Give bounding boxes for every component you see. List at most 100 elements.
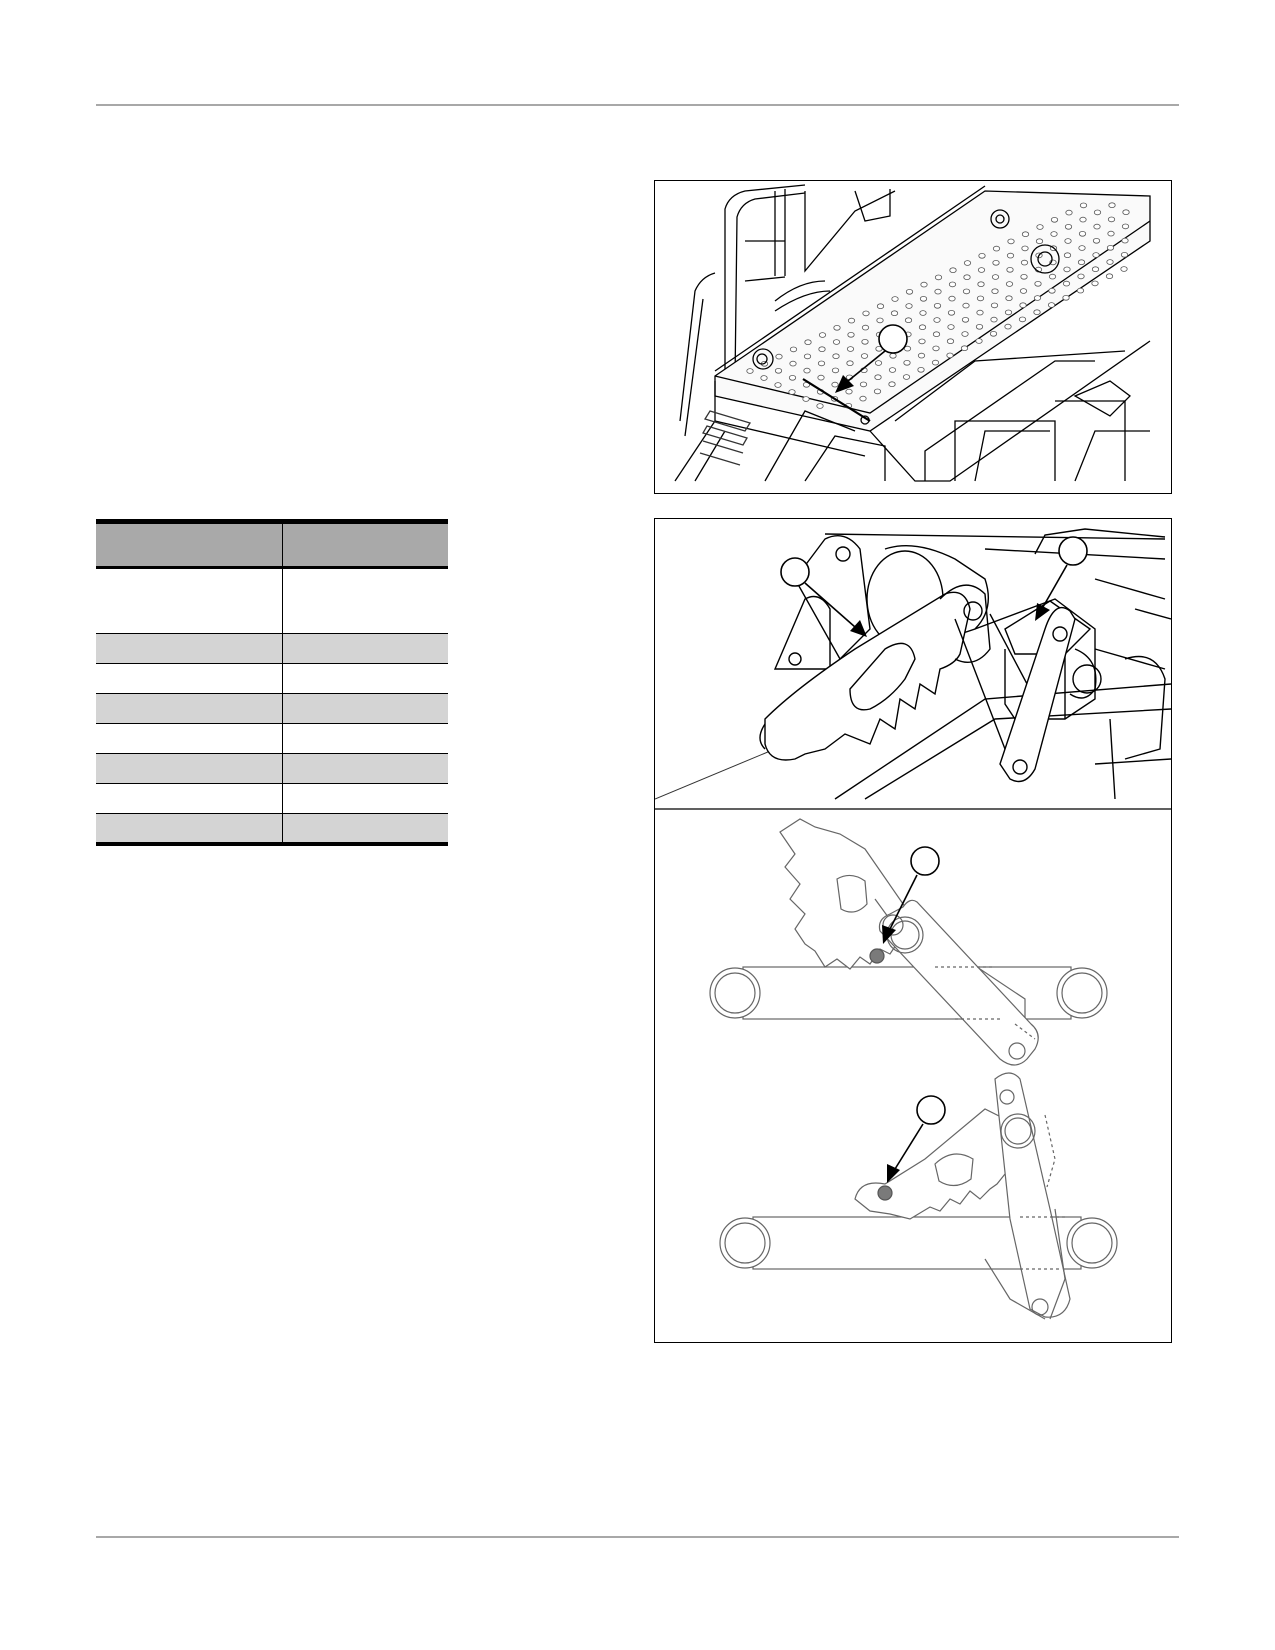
grating-hole xyxy=(932,331,941,338)
grating-hole xyxy=(1077,273,1085,280)
grating-hole xyxy=(1050,231,1058,237)
grating-hole xyxy=(846,346,855,352)
latch-illustration xyxy=(654,518,1172,1343)
grating-hole xyxy=(975,338,983,344)
grating-hole xyxy=(947,310,956,316)
grating-hole xyxy=(774,382,782,388)
table-cell xyxy=(282,813,448,844)
grating-hole xyxy=(1048,288,1056,294)
table-cell xyxy=(96,567,283,634)
grating-hole xyxy=(1091,266,1100,272)
grating-hole xyxy=(1093,209,1102,216)
grating-hole xyxy=(831,367,840,374)
grating-hole xyxy=(933,303,942,309)
grating-hole xyxy=(876,303,885,309)
footer-rule xyxy=(96,1536,1179,1538)
grating-hole xyxy=(1105,273,1114,279)
callout-circle xyxy=(780,557,810,587)
grating-hole xyxy=(890,310,899,317)
grating-hole xyxy=(976,295,985,302)
callout-circle xyxy=(910,846,940,876)
grating-hole xyxy=(874,374,882,381)
grating-hole xyxy=(903,345,912,352)
pin-marker xyxy=(877,1185,893,1201)
grating-hole xyxy=(991,274,1000,280)
grating-hole xyxy=(990,302,999,309)
grating-hole xyxy=(1006,267,1014,273)
table-cell xyxy=(282,783,448,814)
grating-hole xyxy=(1120,266,1128,272)
grating-hole xyxy=(975,324,984,330)
table-cell xyxy=(96,633,283,664)
grating-hole xyxy=(1047,302,1056,308)
table-header-cell xyxy=(96,521,283,569)
latch-hook xyxy=(764,591,971,761)
table-row xyxy=(96,813,448,844)
grating-hole xyxy=(989,331,998,337)
grating-hole xyxy=(934,274,943,281)
grating-hole xyxy=(1020,259,1029,266)
grating-hole xyxy=(920,281,928,288)
callout-arrow xyxy=(887,1164,900,1183)
grating-hole xyxy=(1005,295,1013,301)
table-cell xyxy=(282,663,448,694)
table-row xyxy=(96,783,448,814)
grating-hole xyxy=(803,367,811,374)
grating-hole xyxy=(859,395,867,402)
grating-hole xyxy=(932,345,940,352)
grating-hole xyxy=(992,260,1000,266)
grating-hole xyxy=(1121,237,1129,244)
grating-hole xyxy=(946,338,955,345)
grating-hole xyxy=(760,375,768,381)
grating-hole xyxy=(774,368,783,374)
table-cell xyxy=(282,693,448,724)
grating-hole xyxy=(1021,245,1029,252)
table-row xyxy=(96,663,448,694)
grating-hole xyxy=(1019,302,1027,308)
grating-hole xyxy=(960,345,969,352)
grating-hole xyxy=(948,295,956,302)
grating-hole xyxy=(963,260,972,266)
callout-circle xyxy=(916,1095,946,1125)
grating-hole xyxy=(1091,280,1099,287)
table-cell xyxy=(282,633,448,664)
table-cell xyxy=(96,783,283,814)
table-row xyxy=(96,723,448,754)
table-row xyxy=(96,567,448,634)
grating-hole xyxy=(1020,274,1028,280)
grating-hole xyxy=(1077,259,1086,265)
grating-hole xyxy=(789,360,797,367)
pin-marker xyxy=(869,948,885,964)
grating-hole xyxy=(977,267,986,273)
grating-hole xyxy=(962,302,970,309)
table-cell xyxy=(96,663,283,694)
grating-hole xyxy=(746,368,754,374)
table-row xyxy=(96,633,448,664)
grating-hole xyxy=(818,346,826,353)
table-header-cell xyxy=(282,521,448,569)
grating-hole xyxy=(1120,252,1129,258)
grating-hole xyxy=(934,288,942,295)
table-cell xyxy=(282,723,448,754)
grating-hole xyxy=(1004,309,1013,316)
grating-hole xyxy=(859,381,868,388)
grating-hole xyxy=(1063,266,1071,273)
table-cell xyxy=(96,693,283,724)
table-cell xyxy=(96,813,283,844)
grating-hole xyxy=(803,353,812,360)
grating-hole xyxy=(991,288,999,294)
latch-position-engaged xyxy=(709,818,1108,1066)
grating-hole xyxy=(917,367,925,373)
grating-hole xyxy=(904,317,913,324)
grating-deck xyxy=(714,190,1151,432)
grating-hole xyxy=(1062,295,1070,301)
grating-hole xyxy=(847,317,856,324)
grating-hole xyxy=(1064,223,1073,230)
grating-hole xyxy=(832,339,841,345)
grating-hole xyxy=(1005,281,1014,287)
grating-hole xyxy=(1078,245,1086,251)
grating-hole xyxy=(1106,259,1114,265)
grating-hole xyxy=(876,317,884,324)
grating-hole xyxy=(931,359,940,366)
grating-hole xyxy=(1036,224,1044,230)
